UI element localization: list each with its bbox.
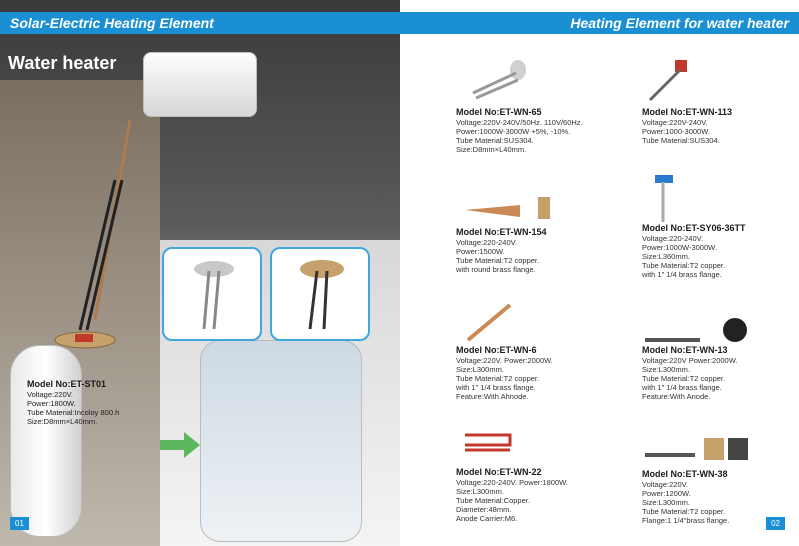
spec-line: Tube Material:SUS304. bbox=[456, 136, 534, 145]
left-page-number: 01 bbox=[10, 517, 29, 530]
product-et-wn-113: Model No:ET-WN-113 Voltage:220V-240V. Po… bbox=[642, 107, 792, 146]
spec-line: Voltage:220V Power:2000W. bbox=[642, 356, 738, 365]
spec-line: Tube Material:T2 copper. bbox=[642, 507, 726, 516]
spec-line: with round brass flange. bbox=[456, 265, 536, 274]
spec-line: Anode Carrier:M6. bbox=[456, 514, 518, 523]
spec-line: Power:1200W. bbox=[642, 489, 691, 498]
product-title: Model No:ET-WN-65 bbox=[456, 107, 542, 117]
spec-line: Power:1000W-3000W. bbox=[642, 243, 717, 252]
water-heater-image bbox=[143, 52, 257, 117]
right-page-number: 02 bbox=[766, 517, 785, 530]
heating-element-image bbox=[54, 120, 132, 349]
right-header-bar: Heating Element for water heater bbox=[400, 12, 799, 34]
product-title: Model No:ET-WN-6 bbox=[456, 345, 537, 355]
model-et-st01: Model No:ET-ST01 Voltage:220V. Power:180… bbox=[27, 379, 120, 427]
spec-line: Power:1000-3000W. bbox=[642, 127, 710, 136]
water-heater-title: Water heater bbox=[8, 53, 117, 73]
spec-line: Size:L360mm. bbox=[642, 252, 690, 261]
spec-line: Tube Material:SUS304. bbox=[642, 136, 720, 145]
left-header-bar: Solar-Electric Heating Element bbox=[0, 12, 400, 34]
left-header-title: Solar-Electric Heating Element bbox=[10, 15, 214, 31]
spec-line: Tube Material:T2 copper. bbox=[456, 256, 540, 265]
product-image-et-wn-22 bbox=[465, 433, 512, 452]
spec-line: Tube Material:Copper. bbox=[456, 496, 530, 505]
element-closeup-inset-2 bbox=[270, 247, 370, 341]
product-et-wn-6: Model No:ET-WN-6 Voltage:220V. Power:200… bbox=[456, 345, 636, 402]
arrow-right-icon bbox=[160, 432, 200, 458]
spec-line: Voltage:220V. bbox=[642, 480, 689, 489]
spec-line: Feature:With Anode. bbox=[642, 392, 711, 401]
product-et-wn-13: Model No:ET-WN-13 Voltage:220V Power:200… bbox=[642, 345, 792, 402]
product-image-et-wn-38 bbox=[645, 438, 748, 460]
spec-line: Tube Material:T2 copper. bbox=[642, 261, 726, 270]
product-title: Model No:ET-WN-113 bbox=[642, 107, 733, 117]
product-et-wn-38: Model No:ET-WN-38 Voltage:220V. Power:12… bbox=[642, 469, 792, 526]
spec-line: Voltage:220V. bbox=[27, 390, 74, 399]
spec-line: Voltage:220-240V. Power:1800W. bbox=[456, 478, 568, 487]
element-closeup-inset-1 bbox=[162, 247, 262, 341]
product-title: Model No:ET-SY06-36TT bbox=[642, 223, 746, 233]
water-heater-tank-image bbox=[10, 345, 82, 537]
product-image-et-wn-13 bbox=[645, 318, 747, 342]
spec-line: Size:D8mm×L40mm. bbox=[27, 417, 98, 426]
spec-line: with 1" 1/4 brass flange. bbox=[642, 383, 722, 392]
spec-line: Diameter:48mm. bbox=[456, 505, 512, 514]
spec-line: Size:L300mm. bbox=[456, 487, 504, 496]
right-header-title: Heating Element for water heater bbox=[570, 15, 789, 31]
spec-line: with 1" 1/4 brass flange. bbox=[456, 383, 536, 392]
product-et-sy06-36tt: Model No:ET-SY06-36TT Voltage:220-240V. … bbox=[642, 223, 792, 280]
spec-line: Size:L300mm. bbox=[456, 365, 504, 374]
open-tank-image bbox=[200, 340, 362, 542]
spec-line: Power:1000W-3000W +5%, -10%. bbox=[456, 127, 571, 136]
product-image-et-wn-113 bbox=[648, 60, 687, 102]
spec-line: Tube Material:T2 copper. bbox=[456, 374, 540, 383]
spec-line: Flange:1 1/4"brass flange. bbox=[642, 516, 730, 525]
product-image-et-sy06-36tt bbox=[655, 175, 673, 222]
product-et-wn-154: Model No:ET-WN-154 Voltage:220-240V. Pow… bbox=[456, 227, 636, 275]
spec-line: Voltage:220V. Power:2000W. bbox=[456, 356, 553, 365]
spec-line: Size:L300mm. bbox=[642, 365, 690, 374]
element-closeup-image-1 bbox=[194, 261, 234, 330]
product-image-et-wn-154 bbox=[465, 197, 550, 219]
product-title: Model No:ET-WN-154 bbox=[456, 227, 547, 237]
spec-line: Size:D8mm×L40mm. bbox=[456, 145, 527, 154]
product-et-wn-65: Model No:ET-WN-65 Voltage:220V-240V/50Hz… bbox=[456, 107, 636, 155]
spec-line: Voltage:220-240V. bbox=[456, 238, 518, 247]
product-title: Model No:ET-WN-38 bbox=[642, 469, 728, 479]
product-image-et-wn-65 bbox=[472, 60, 526, 100]
spec-line: Voltage:220-240V. bbox=[642, 234, 704, 243]
spec-line: Voltage:220V-240V/50Hz. 110V/60Hz. bbox=[456, 118, 583, 127]
spec-line: Feature:With Ahnode. bbox=[456, 392, 529, 401]
element-closeup-image-2 bbox=[300, 260, 344, 330]
spec-line: Tube Material:Incoloy 800.h bbox=[27, 408, 120, 417]
product-title: Model No:ET-WN-22 bbox=[456, 467, 542, 477]
left-page: Solar-Electric Heating Element Water hea… bbox=[0, 0, 400, 546]
spec-line: with 1" 1/4 brass flange. bbox=[642, 270, 722, 279]
product-et-wn-22: Model No:ET-WN-22 Voltage:220-240V. Powe… bbox=[456, 467, 636, 524]
spec-line: Power:1800W. bbox=[27, 399, 76, 408]
spec-line: Voltage:220V-240V. bbox=[642, 118, 708, 127]
spec-line: Tube Material:T2 copper. bbox=[642, 374, 726, 383]
right-page: Heating Element for water heater Model N… bbox=[400, 0, 799, 546]
spec-line: Size:L300mm. bbox=[642, 498, 690, 507]
product-image-et-wn-6 bbox=[466, 303, 512, 342]
spec-line: Power:1500W. bbox=[456, 247, 505, 256]
product-title: Model No:ET-WN-13 bbox=[642, 345, 728, 355]
model-et-st01-title: Model No:ET-ST01 bbox=[27, 379, 107, 389]
